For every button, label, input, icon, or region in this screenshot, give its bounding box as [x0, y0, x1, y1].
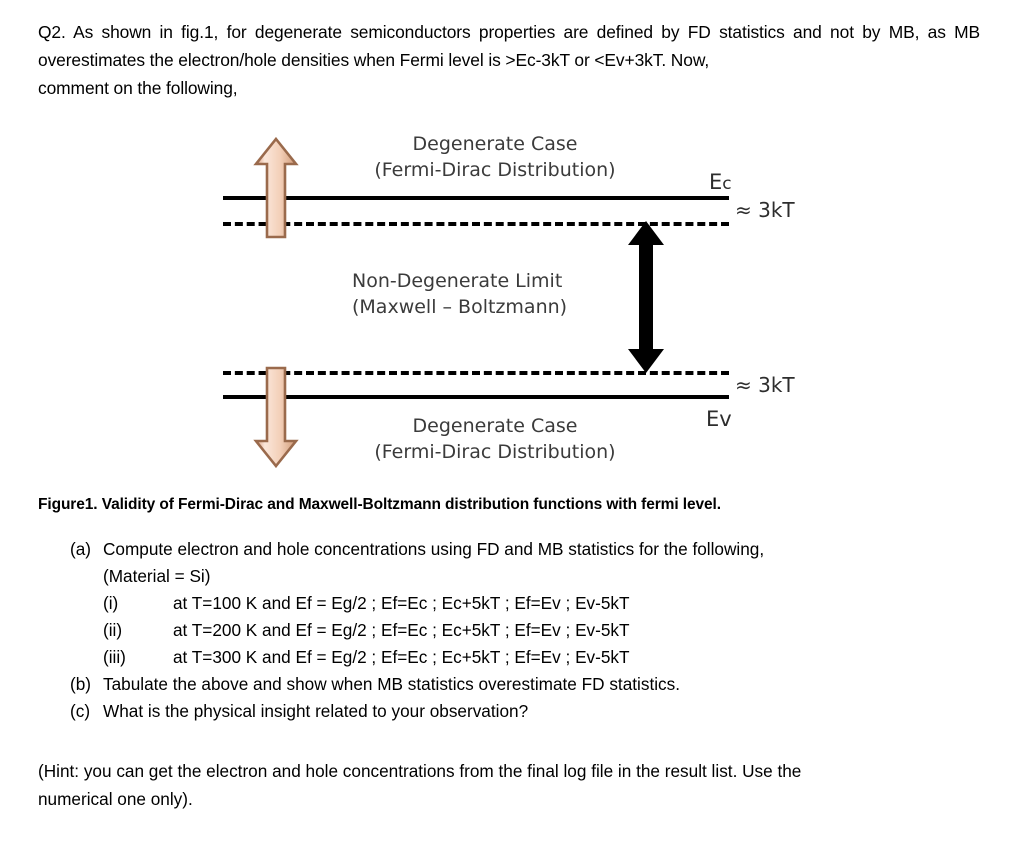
hint-line2: numerical one only). — [38, 789, 193, 809]
list-text-a-line2: (Material = Si) — [103, 566, 211, 586]
kt-label-top: ≈ 3kT — [735, 198, 795, 222]
figure-bottom-label-line2: (Fermi-Dirac Distribution) — [374, 441, 616, 463]
question-intro-line1: Q2. As shown in fig.1, for degenerate se… — [38, 22, 980, 70]
list-marker-b: (b) — [70, 674, 92, 694]
figure-bottom-label-line1: Degenerate Case — [412, 415, 578, 437]
list-item-a: (a) Compute electron and hole concentrat… — [70, 536, 980, 671]
ec-minus-3kt-dashed-line — [223, 222, 729, 226]
sublist-item-ii: (ii) at T=200 K and Ef = Eg/2 ; Ef=Ec ; … — [103, 617, 980, 644]
ev-label-text: Ev — [706, 407, 732, 431]
figure-middle-label-line1: Non-Degenerate Limit — [352, 270, 563, 292]
sublist-marker-ii: (ii) — [103, 620, 123, 640]
ec-level-label: Ec — [709, 170, 732, 194]
ec-label-main: E — [709, 170, 723, 194]
figure-top-label-line2: (Fermi-Dirac Distribution) — [374, 159, 616, 181]
figure-middle-label: Non-Degenerate Limit (Maxwell – Boltzman… — [352, 268, 567, 320]
list-text-c: What is the physical insight related to … — [103, 701, 529, 721]
down-arrow-icon — [253, 366, 299, 469]
list-marker-c: (c) — [70, 701, 91, 721]
question-intro-paragraph: Q2. As shown in fig.1, for degenerate se… — [38, 18, 980, 102]
hint-line1: (Hint: you can get the electron and hole… — [38, 761, 802, 781]
sublist-marker-iii: (iii) — [103, 647, 126, 667]
list-item-c: (c) What is the physical insight related… — [70, 698, 980, 725]
list-text-b: Tabulate the above and show when MB stat… — [103, 674, 680, 694]
question-parts-list: (a) Compute electron and hole concentrat… — [70, 536, 980, 725]
ev-plus-3kt-dashed-line — [223, 371, 729, 375]
figure-caption: Figure1. Validity of Fermi-Dirac and Max… — [38, 496, 721, 513]
list-text-a-line1: Compute electron and hole concentrations… — [103, 539, 765, 559]
conduction-band-edge-line — [223, 196, 729, 200]
list-marker-a: (a) — [70, 539, 92, 559]
sublist-item-iii: (iii) at T=300 K and Ef = Eg/2 ; Ef=Ec ;… — [103, 644, 980, 671]
figure-top-label-line1: Degenerate Case — [412, 133, 578, 155]
up-arrow-icon — [253, 136, 299, 239]
hint-paragraph: (Hint: you can get the electron and hole… — [38, 757, 980, 813]
band-diagram-figure: Degenerate Case (Fermi-Dirac Distributio… — [0, 125, 1024, 485]
kt-label-bottom: ≈ 3kT — [735, 373, 795, 397]
valence-band-edge-line — [223, 395, 729, 399]
figure-bottom-label: Degenerate Case (Fermi-Dirac Distributio… — [320, 413, 670, 465]
list-body-a: Compute electron and hole concentrations… — [103, 536, 980, 671]
ec-label-sub: c — [722, 174, 732, 194]
list-item-b: (b) Tabulate the above and show when MB … — [70, 671, 980, 698]
figure-middle-label-line2: (Maxwell – Boltzmann) — [352, 296, 568, 318]
sublist-text-i: at T=100 K and Ef = Eg/2 ; Ef=Ec ; Ec+5k… — [173, 593, 630, 613]
sublist-a: (i) at T=100 K and Ef = Eg/2 ; Ef=Ec ; E… — [103, 590, 980, 671]
figure-top-label: Degenerate Case (Fermi-Dirac Distributio… — [320, 131, 670, 183]
sublist-marker-i: (i) — [103, 593, 119, 613]
double-headed-arrow-icon — [628, 221, 664, 373]
sublist-item-i: (i) at T=100 K and Ef = Eg/2 ; Ef=Ec ; E… — [103, 590, 980, 617]
sublist-text-iii: at T=300 K and Ef = Eg/2 ; Ef=Ec ; Ec+5k… — [173, 647, 630, 667]
question-intro-line2: comment on the following, — [38, 78, 238, 98]
ev-level-label: Ev — [706, 407, 732, 431]
sublist-text-ii: at T=200 K and Ef = Eg/2 ; Ef=Ec ; Ec+5k… — [173, 620, 630, 640]
